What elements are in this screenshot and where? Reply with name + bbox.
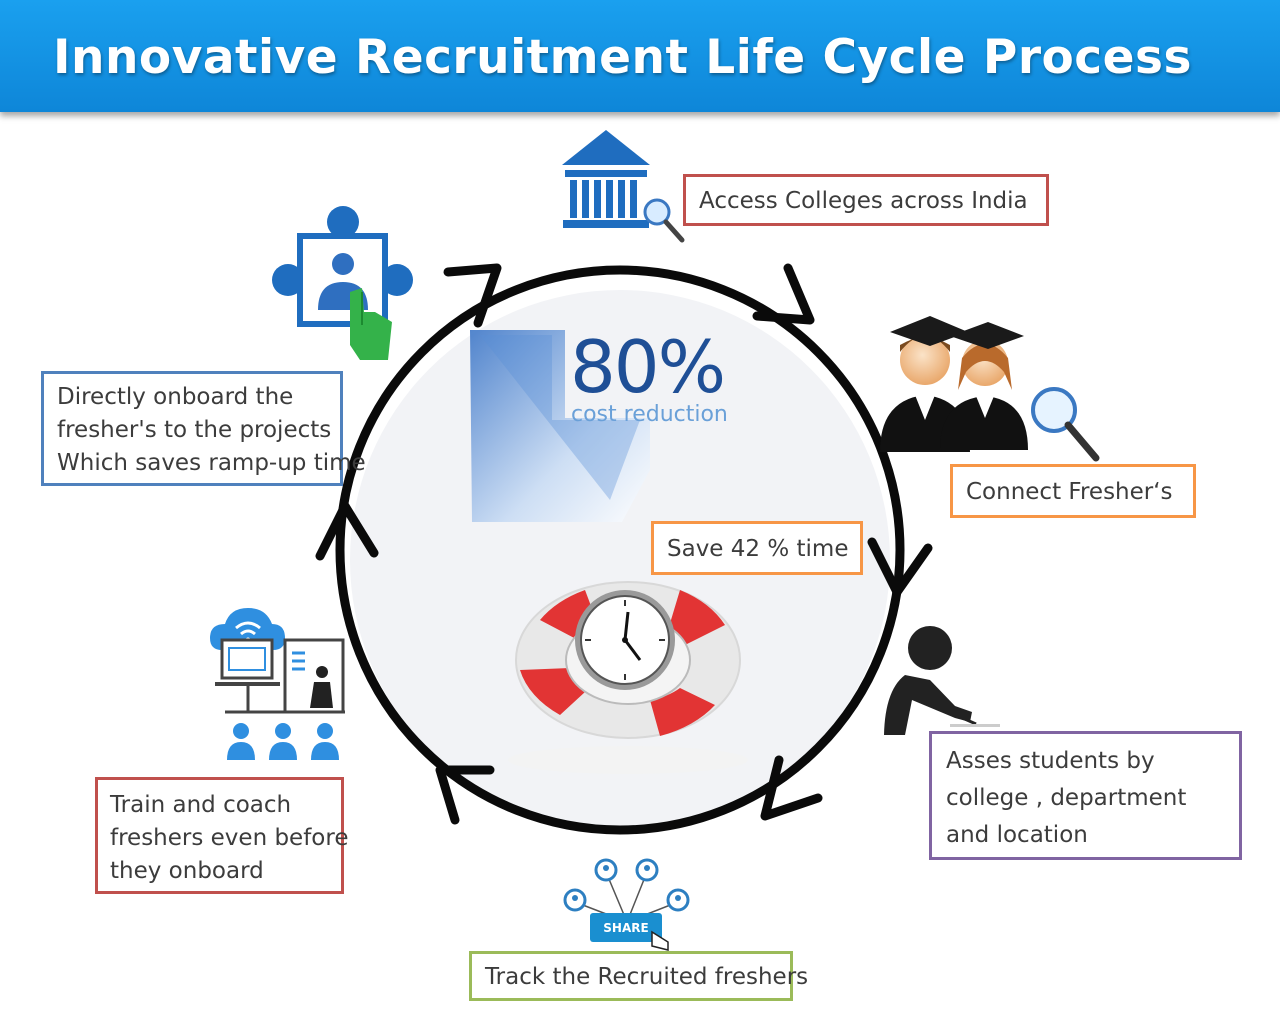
step-text: fresher's to the projects <box>57 417 332 443</box>
hand-cursor-icon <box>651 930 669 951</box>
step-access-colleges: Access Colleges across India <box>683 174 1049 226</box>
cost-reduction-value: 80% <box>570 325 726 409</box>
share-network-icon <box>563 858 690 923</box>
page-title: Innovative Recruitment Life Cycle Proces… <box>53 30 1192 85</box>
step-text: college , department <box>946 785 1187 811</box>
step-text: Directly onboard the <box>57 384 294 410</box>
lifebuoy-clock-icon <box>508 581 748 774</box>
step-text: they onboard <box>110 858 264 884</box>
arrowhead-bottom-right <box>760 755 823 821</box>
step-assess-students: Asses students by college , department a… <box>929 731 1242 860</box>
share-button[interactable]: SHARE <box>590 913 662 942</box>
cycle-arrowheads <box>315 263 933 825</box>
cost-reduction-arrow-icon <box>470 330 650 522</box>
arrowhead-top-right <box>752 263 815 325</box>
step-connect-freshers: Connect Fresher‘s <box>950 464 1196 518</box>
cycle-ring <box>335 265 905 835</box>
step-train-coach: Train and coach freshers even before the… <box>95 777 349 894</box>
step-text: freshers even before <box>110 825 349 851</box>
step-text: Which saves ramp-up time <box>57 450 366 476</box>
title-banner: Innovative Recruitment Life Cycle Proces… <box>0 0 1280 112</box>
step-text: Access Colleges across India <box>699 188 1028 214</box>
student-writing-icon <box>884 626 1000 735</box>
step-track-freshers: Track the Recruited freshers <box>469 951 809 1001</box>
step-text: Asses students by <box>946 748 1155 774</box>
step-text: and location <box>946 822 1088 848</box>
step-text: Track the Recruited freshers <box>485 964 809 990</box>
cost-reduction-label: cost reduction <box>571 402 728 427</box>
arrowhead-bottom-left <box>435 765 495 825</box>
online-training-icon <box>210 608 345 760</box>
magnifier-icon <box>643 198 685 243</box>
step-text: Train and coach <box>110 792 292 818</box>
college-building-icon <box>562 130 650 228</box>
step-text: Connect Fresher‘s <box>966 479 1173 505</box>
arrowhead-top <box>443 263 502 328</box>
arrowhead-right <box>867 537 933 597</box>
step-text: Save 42 % time <box>667 536 849 562</box>
share-button-label: SHARE <box>603 921 648 935</box>
graduates-icon <box>880 316 1100 462</box>
arrowhead-left <box>315 501 379 561</box>
step-direct-onboard: Directly onboard the fresher's to the pr… <box>41 371 366 486</box>
onboarding-puzzle-icon <box>272 206 413 360</box>
step-save-time: Save 42 % time <box>651 521 863 575</box>
